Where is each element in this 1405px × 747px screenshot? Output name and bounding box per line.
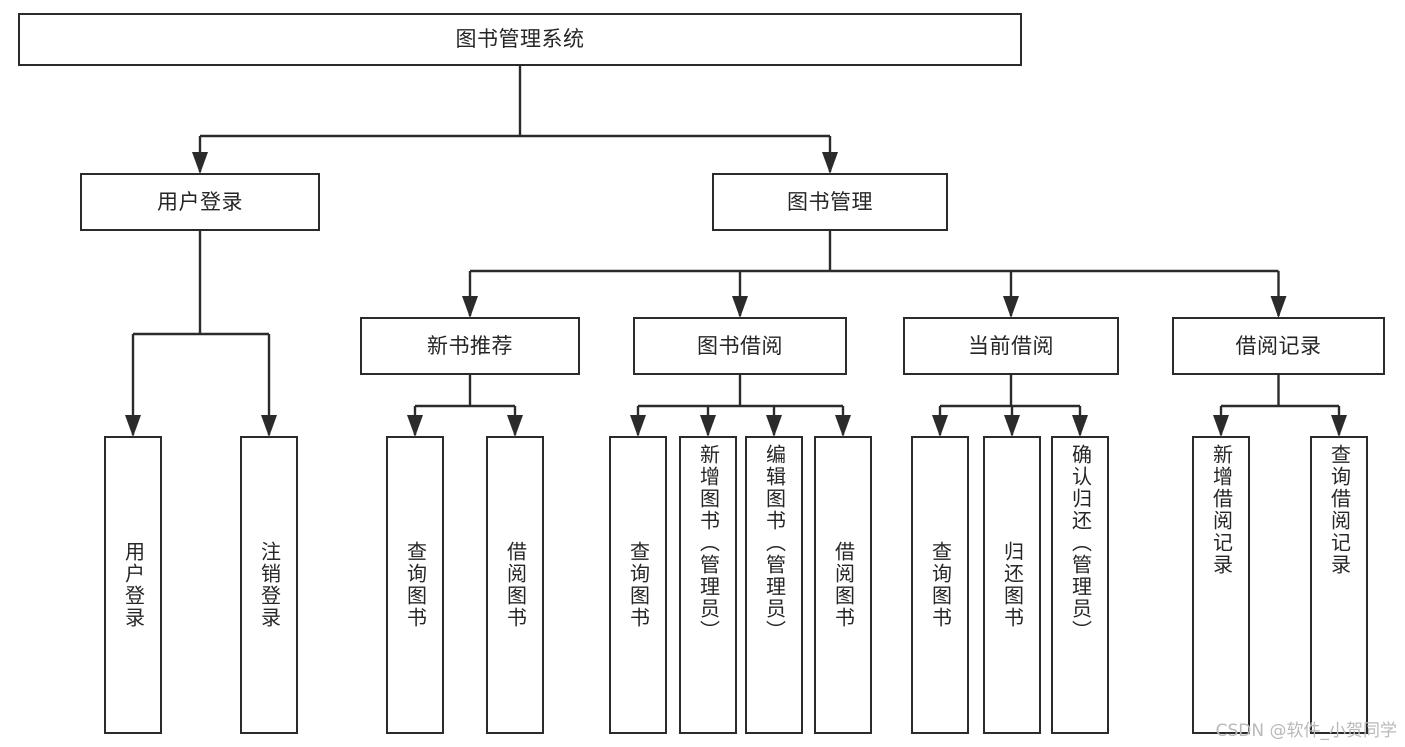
connector-arrowhead: [1004, 415, 1020, 437]
node-leaf-add-book[interactable]: 新增图书（管理员）: [679, 436, 737, 734]
connector-arrowhead: [1003, 296, 1019, 318]
node-leaf-edit-book[interactable]: 编辑图书（管理员）: [745, 436, 803, 734]
node-current-borrow[interactable]: 当前借阅: [903, 317, 1119, 375]
connector-arrowhead: [1270, 296, 1287, 318]
connector-arrowhead: [125, 415, 141, 437]
connector-arrowhead: [1213, 415, 1229, 437]
node-label: 当前借阅: [968, 333, 1054, 358]
node-label: 借阅图书: [503, 541, 528, 629]
connector-arrowhead: [822, 152, 838, 174]
node-label: 借阅图书: [831, 541, 856, 629]
connector-arrowhead: [462, 296, 478, 318]
node-book-manage[interactable]: 图书管理: [712, 173, 948, 231]
node-label: 归还图书: [1000, 541, 1025, 629]
node-label: 查询图书: [403, 541, 428, 629]
node-label: 新增借阅记录: [1209, 444, 1234, 576]
node-label: 用户登录: [121, 541, 146, 629]
node-book-borrow[interactable]: 图书借阅: [633, 317, 847, 375]
node-leaf-query-book-2[interactable]: 查询图书: [609, 436, 667, 734]
node-leaf-user-logout[interactable]: 注销登录: [240, 436, 298, 734]
node-label: 确认归还（管理员）: [1068, 444, 1093, 642]
node-root[interactable]: 图书管理系统: [18, 13, 1022, 66]
node-leaf-borrow-book-1[interactable]: 借阅图书: [486, 436, 544, 734]
node-label: 查询图书: [626, 541, 651, 629]
node-leaf-query-record[interactable]: 查询借阅记录: [1310, 436, 1368, 734]
node-leaf-add-record[interactable]: 新增借阅记录: [1192, 436, 1250, 734]
node-leaf-query-book-1[interactable]: 查询图书: [386, 436, 444, 734]
node-leaf-borrow-book-2[interactable]: 借阅图书: [814, 436, 872, 734]
node-label: 图书管理系统: [455, 27, 585, 52]
connector-arrowhead: [700, 415, 716, 437]
node-borrow-record[interactable]: 借阅记录: [1172, 317, 1385, 375]
connector-arrowhead: [1072, 415, 1088, 437]
node-label: 借阅记录: [1235, 333, 1322, 358]
node-leaf-return-book[interactable]: 归还图书: [983, 436, 1041, 734]
node-label: 新增图书（管理员）: [696, 444, 721, 642]
node-new-book-rec[interactable]: 新书推荐: [360, 317, 580, 375]
connector-arrowhead: [261, 415, 277, 437]
connector-arrowhead: [1331, 415, 1347, 437]
connector-arrowhead: [932, 415, 948, 437]
node-label: 编辑图书（管理员）: [762, 444, 787, 642]
connector-arrowhead: [507, 415, 523, 437]
watermark-label: CSDN @软件_小贺同学: [1215, 721, 1397, 741]
connector-arrowhead: [192, 152, 208, 174]
connector-arrowhead: [407, 415, 423, 437]
node-label: 用户登录: [157, 189, 243, 214]
node-label: 图书管理: [787, 189, 873, 214]
node-label: 注销登录: [257, 541, 282, 629]
node-label: 图书借阅: [697, 333, 783, 358]
node-label: 查询借阅记录: [1327, 444, 1352, 576]
connector-arrowhead: [630, 415, 646, 437]
connector-arrowhead: [835, 415, 851, 437]
node-leaf-query-book-3[interactable]: 查询图书: [911, 436, 969, 734]
node-user-login[interactable]: 用户登录: [80, 173, 320, 231]
node-label: 新书推荐: [427, 333, 513, 358]
node-leaf-confirm-return[interactable]: 确认归还（管理员）: [1051, 436, 1109, 734]
connector-arrowhead: [766, 415, 782, 437]
connector-arrowhead: [732, 296, 748, 318]
node-leaf-user-login[interactable]: 用户登录: [104, 436, 162, 734]
node-label: 查询图书: [928, 541, 953, 629]
